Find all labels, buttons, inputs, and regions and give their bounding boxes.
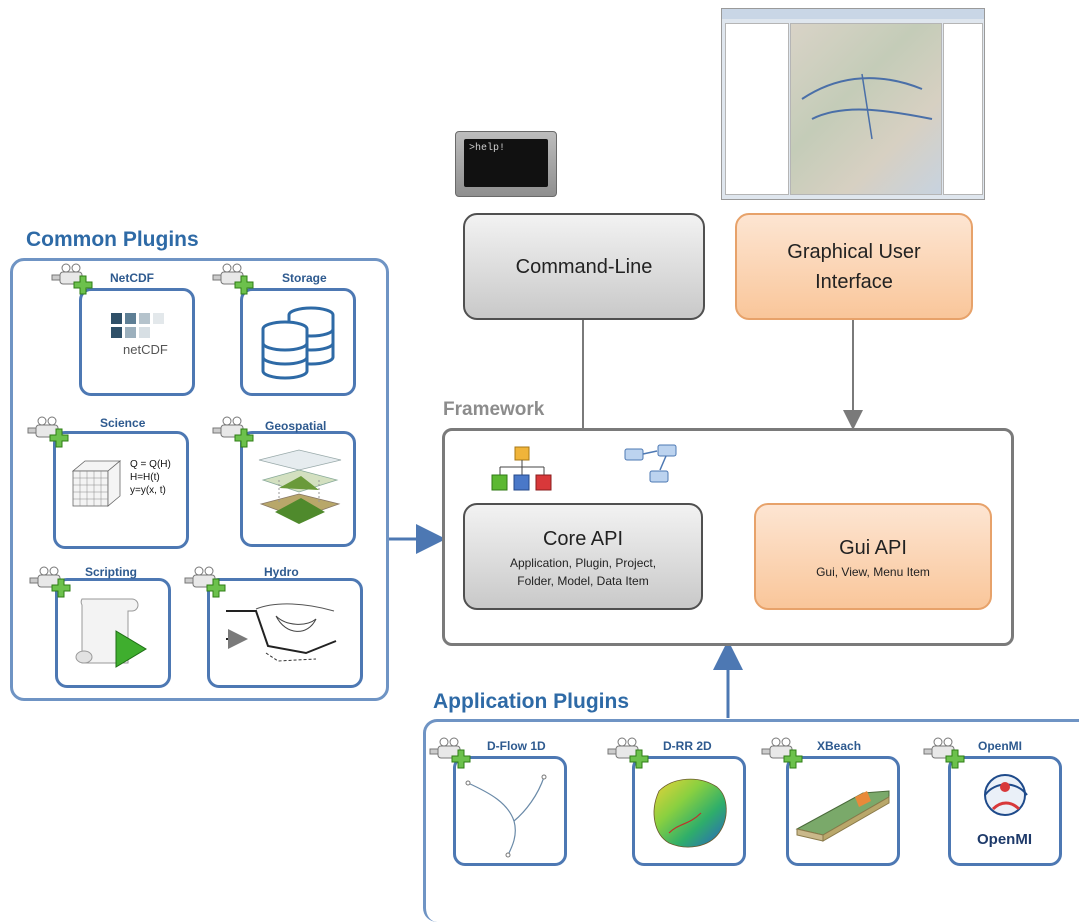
plugin-storage-label: Storage (282, 271, 327, 285)
plugin-icon (184, 566, 226, 598)
plugin-storage[interactable] (240, 288, 356, 396)
grid-cube-icon (71, 460, 122, 507)
plugin-netcdf-label: NetCDF (110, 271, 154, 285)
hierarchy-icon (491, 446, 552, 491)
plugin-icon (923, 737, 965, 769)
application-plugins-title: Application Plugins (433, 690, 630, 713)
plugin-drr-2d[interactable] (632, 756, 746, 866)
plugin-xbeach[interactable] (786, 756, 900, 866)
gui-api-title: Gui API (839, 536, 907, 559)
plugin-icon (429, 737, 471, 769)
openmi-logo-text: OpenMI (977, 831, 1032, 848)
plugin-science-label: Science (100, 416, 146, 430)
plugin-dflow-1d[interactable] (453, 756, 567, 866)
drr-catchment-icon (653, 778, 727, 848)
plugin-science[interactable]: Q = Q(H) H=H(t) y=y(x, t) (53, 431, 189, 549)
plugin-openmi[interactable]: OpenMI (948, 756, 1062, 866)
xbeach-profile-icon (795, 790, 890, 842)
core-api-subtitle-2: Folder, Model, Data Item (517, 573, 649, 588)
layers-icon (258, 449, 342, 524)
plugin-icon (27, 416, 69, 448)
hydro-sketch-icon (226, 603, 337, 662)
flow-icon (624, 444, 677, 483)
plugin-netcdf[interactable]: netCDF (79, 288, 195, 396)
plugin-geospatial-label: Geospatial (265, 419, 327, 433)
plugin-icon (761, 737, 803, 769)
gui-label-line2: Interface (815, 270, 893, 293)
openmi-logo-icon (984, 774, 1028, 816)
gui-screenshot-image (721, 8, 985, 200)
plugin-icon (51, 263, 93, 295)
plugin-scripting[interactable] (55, 578, 171, 688)
gui-box[interactable]: Graphical User Interface (735, 213, 973, 320)
core-api-subtitle-1: Application, Plugin, Project, (509, 555, 657, 570)
plugin-icon (607, 737, 649, 769)
plugin-openmi-label: OpenMI (978, 739, 1022, 753)
plugin-geospatial[interactable] (240, 431, 356, 547)
command-line-label: Command-Line (515, 255, 653, 278)
science-eq1: Q = Q(H) (130, 459, 171, 470)
terminal-icon: >help! (455, 131, 557, 197)
database-icon (261, 306, 335, 380)
plugin-scripting-label: Scripting (85, 565, 138, 579)
gui-api-subtitle: Gui, View, Menu Item (816, 564, 930, 579)
script-scroll-icon (75, 598, 147, 668)
command-line-box[interactable]: Command-Line (463, 213, 705, 320)
terminal-text: >help! (469, 143, 506, 154)
netcdf-logo: netCDF (111, 313, 177, 363)
plugin-hydro-label: Hydro (264, 565, 299, 579)
plugin-icon (212, 263, 254, 295)
plugin-icon (212, 416, 254, 448)
core-api-box[interactable]: Core API Application, Plugin, Project, F… (463, 503, 703, 610)
framework-title: Framework (443, 399, 545, 420)
gui-api-box[interactable]: Gui API Gui, View, Menu Item (754, 503, 992, 610)
plugin-xbeach-label: XBeach (817, 739, 862, 753)
plugin-hydro[interactable] (207, 578, 363, 688)
science-eq3: y=y(x, t) (130, 485, 166, 496)
science-eq2: H=H(t) (130, 472, 160, 483)
plugin-drr-2d-label: D-RR 2D (663, 739, 712, 753)
core-api-title: Core API (542, 527, 624, 550)
netcdf-logo-text: netCDF (123, 342, 168, 357)
common-plugins-title: Common Plugins (26, 228, 199, 251)
plugin-dflow-1d-label: D-Flow 1D (487, 739, 546, 753)
gui-label-line1: Graphical User (787, 240, 921, 263)
plugin-icon (29, 566, 71, 598)
dflow-network-icon (465, 774, 547, 858)
